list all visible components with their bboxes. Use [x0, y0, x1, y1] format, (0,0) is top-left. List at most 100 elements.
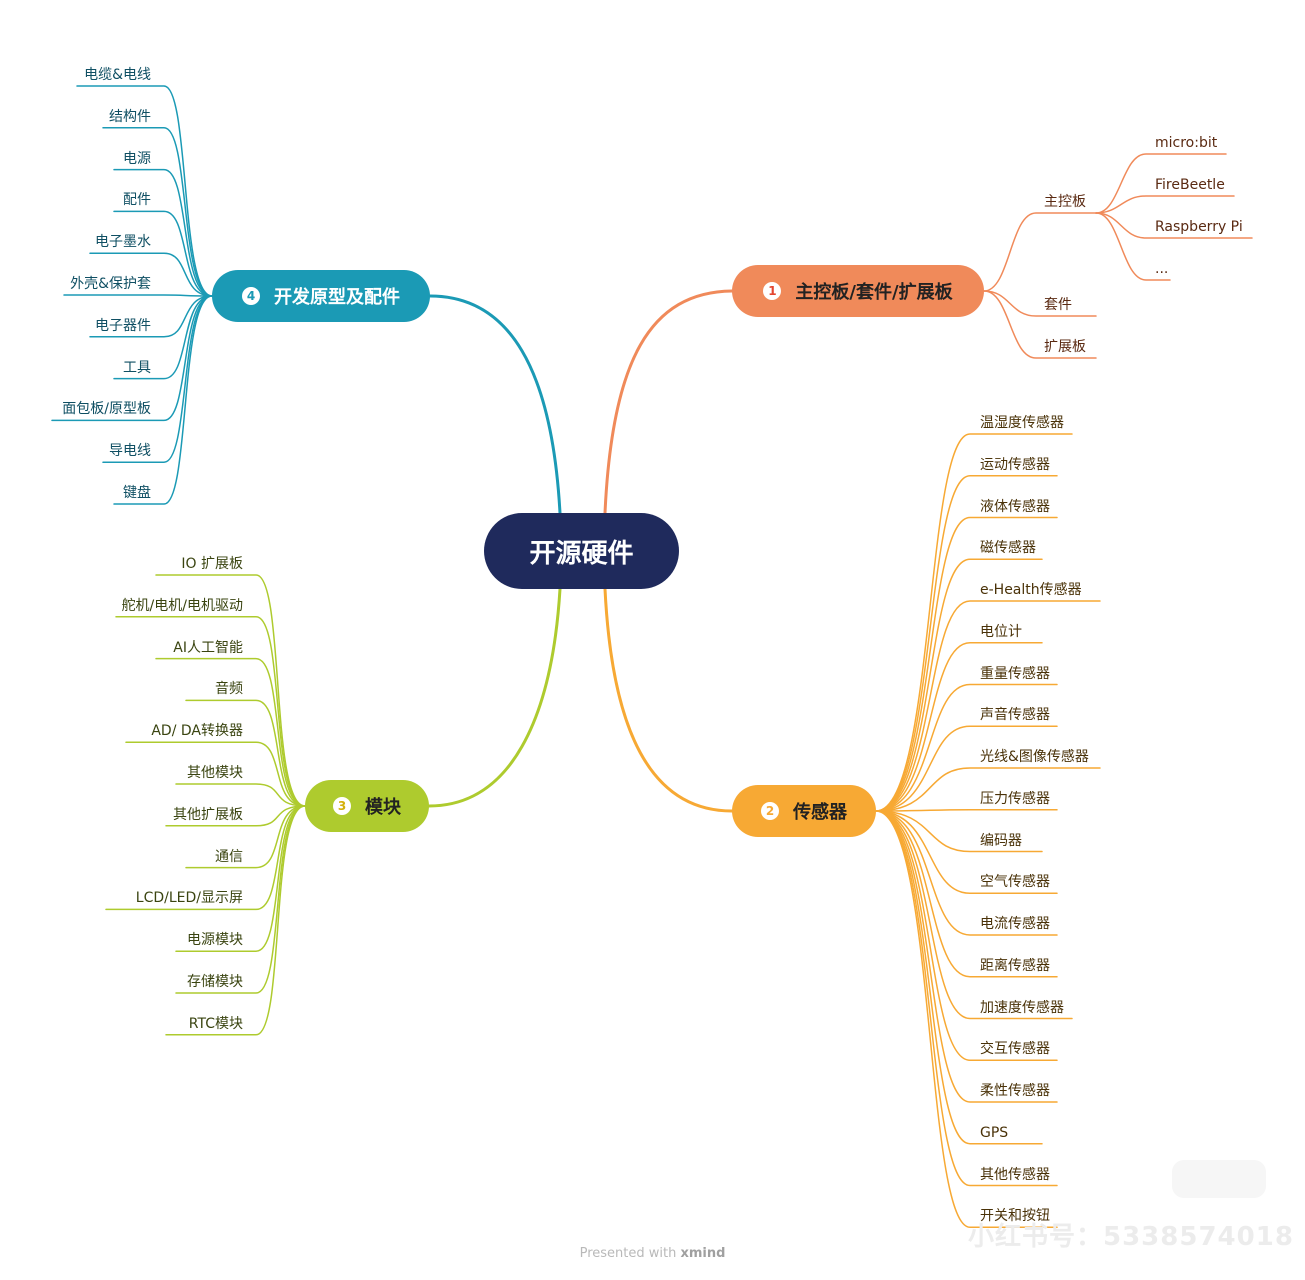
- connector-root-modules: [427, 587, 562, 808]
- topic-label[interactable]: 加速度传感器: [980, 999, 1064, 1016]
- connector-sensor-child: [875, 810, 1058, 978]
- topic-label[interactable]: 电子器件: [95, 317, 151, 334]
- connector-module-child: [175, 783, 306, 807]
- footer-prefix: Presented with: [579, 1246, 681, 1261]
- topic-label[interactable]: 重量传感器: [980, 665, 1050, 682]
- connector-sensor-child: [875, 810, 1058, 1061]
- topic-label[interactable]: 压力传感器: [980, 790, 1050, 807]
- topic-label[interactable]: 电源: [123, 150, 151, 167]
- topic-label[interactable]: 套件: [1044, 297, 1072, 313]
- connector-module-child: [165, 805, 306, 827]
- connector-main-board-child: [983, 290, 1097, 317]
- topic-label[interactable]: 运动传感器: [980, 456, 1050, 473]
- topic-label[interactable]: 开关和按钮: [980, 1208, 1050, 1225]
- topic-label[interactable]: Raspberry Pi: [1155, 219, 1243, 235]
- connector-sensor-child: [875, 810, 1058, 936]
- topic-label[interactable]: 空气传感器: [980, 874, 1050, 891]
- branch-node-sensors[interactable]: 2 传感器: [732, 785, 876, 837]
- topic-label[interactable]: 电缆&电线: [84, 67, 151, 83]
- connector-module-child: [165, 805, 306, 1036]
- topic-label[interactable]: 配件: [123, 192, 151, 209]
- topic-label[interactable]: 外壳&保护套: [70, 276, 151, 292]
- topic-label[interactable]: GPS: [980, 1124, 1009, 1141]
- topic-label[interactable]: 声音传感器: [980, 707, 1050, 724]
- connector-prototyping-child: [113, 295, 213, 505]
- connector-sensor-child: [875, 475, 1058, 812]
- topic-label[interactable]: FireBeetle: [1155, 177, 1225, 193]
- connector-module-child: [155, 574, 306, 807]
- connector-root-sensors: [603, 587, 734, 813]
- topic-label[interactable]: 交互传感器: [980, 1041, 1050, 1058]
- topic-label[interactable]: 磁传感器: [980, 540, 1036, 557]
- branch-label: 开发原型及配件: [274, 287, 400, 308]
- connector-sensor-child: [875, 809, 1058, 812]
- topic-label[interactable]: 光线&图像传感器: [980, 749, 1089, 765]
- topic-label[interactable]: 扩展板: [1044, 339, 1086, 355]
- topic-label[interactable]: 舵机/电机/电机驱动: [121, 597, 243, 614]
- connector-main-board-sub: [1095, 212, 1253, 239]
- topic-label[interactable]: LCD/LED/显示屏: [135, 890, 243, 907]
- connector-module-child: [155, 657, 306, 807]
- topic-label[interactable]: 结构件: [109, 108, 151, 125]
- connector-prototyping-child: [102, 127, 213, 297]
- connector-main-board-sub: [1095, 195, 1235, 214]
- topic-label[interactable]: 音频: [215, 681, 243, 698]
- topic-label[interactable]: 键盘: [123, 485, 151, 501]
- topic-label[interactable]: 温湿度传感器: [980, 415, 1064, 431]
- connector-sensor-child: [875, 810, 1073, 1020]
- branch-node-main-board[interactable]: 1 主控板/套件/扩展板: [732, 265, 984, 317]
- topic-label[interactable]: 电源模块: [187, 932, 243, 949]
- topic-label[interactable]: 通信: [215, 848, 243, 865]
- topic-label[interactable]: 电子墨水: [95, 234, 151, 251]
- topic-label[interactable]: ...: [1155, 261, 1169, 277]
- topic-label[interactable]: 其他模块: [187, 765, 243, 781]
- topic-label[interactable]: RTC模块: [188, 1015, 243, 1032]
- connector-sensor-child: [875, 810, 1043, 1145]
- footer-brand: xmind: [680, 1246, 726, 1261]
- branch-label: 模块: [365, 797, 401, 818]
- topic-label[interactable]: 电位计: [980, 623, 1022, 640]
- connector-sensor-child: [875, 600, 1101, 812]
- topic-label[interactable]: 电流传感器: [980, 916, 1050, 932]
- footer-credit: Presented with xmind: [0, 1246, 1305, 1261]
- topic-label[interactable]: 主控板: [1044, 194, 1086, 210]
- connector-sensor-child: [875, 558, 1043, 812]
- connector-prototyping-child: [113, 168, 213, 297]
- topic-label[interactable]: e-Health传感器: [980, 582, 1082, 598]
- connector-main-board-child: [983, 290, 1097, 359]
- topic-label[interactable]: 其他扩展板: [173, 806, 243, 823]
- topic-label[interactable]: 编码器: [980, 832, 1022, 849]
- topic-label[interactable]: 导电线: [109, 443, 151, 460]
- topic-label[interactable]: micro:bit: [1155, 135, 1218, 151]
- topic-label[interactable]: 其他传感器: [980, 1166, 1050, 1183]
- branch-label: 传感器: [793, 802, 847, 823]
- connector-module-child: [185, 699, 306, 807]
- branch-number-badge: 4: [242, 287, 260, 305]
- topic-label[interactable]: 存储模块: [187, 974, 243, 990]
- connector-prototyping-child: [51, 295, 213, 422]
- connector-main-board-child: [983, 212, 1097, 292]
- connector-module-child: [175, 805, 306, 952]
- topic-label[interactable]: 柔性传感器: [980, 1083, 1050, 1099]
- root-node[interactable]: 开源硬件: [484, 513, 679, 589]
- connector-sensor-child: [875, 767, 1101, 812]
- watermark-badge: [1172, 1160, 1266, 1198]
- branch-node-modules[interactable]: 3 模块: [305, 780, 429, 832]
- watermark-text: 小红书号：5338574018: [968, 1222, 1294, 1252]
- connector-module-child: [105, 805, 306, 911]
- branch-node-prototyping[interactable]: 4 开发原型及配件: [212, 270, 430, 322]
- topic-label[interactable]: IO 扩展板: [181, 556, 243, 572]
- connector-sensor-child: [875, 683, 1058, 812]
- connector-prototyping-child: [76, 85, 213, 297]
- topic-label[interactable]: 面包板/原型板: [62, 401, 151, 418]
- branch-number-badge: 1: [763, 282, 782, 300]
- topic-label[interactable]: 距离传感器: [980, 957, 1050, 974]
- connector-sensor-child: [875, 810, 1058, 1228]
- topic-label[interactable]: AD/ DA转换器: [151, 723, 243, 740]
- connector-main-board-sub: [1095, 212, 1171, 281]
- topic-label[interactable]: 液体传感器: [980, 498, 1050, 515]
- topic-label[interactable]: 工具: [123, 359, 151, 376]
- connector-sensor-child: [875, 810, 1058, 894]
- topic-label[interactable]: AI人工智能: [173, 639, 243, 656]
